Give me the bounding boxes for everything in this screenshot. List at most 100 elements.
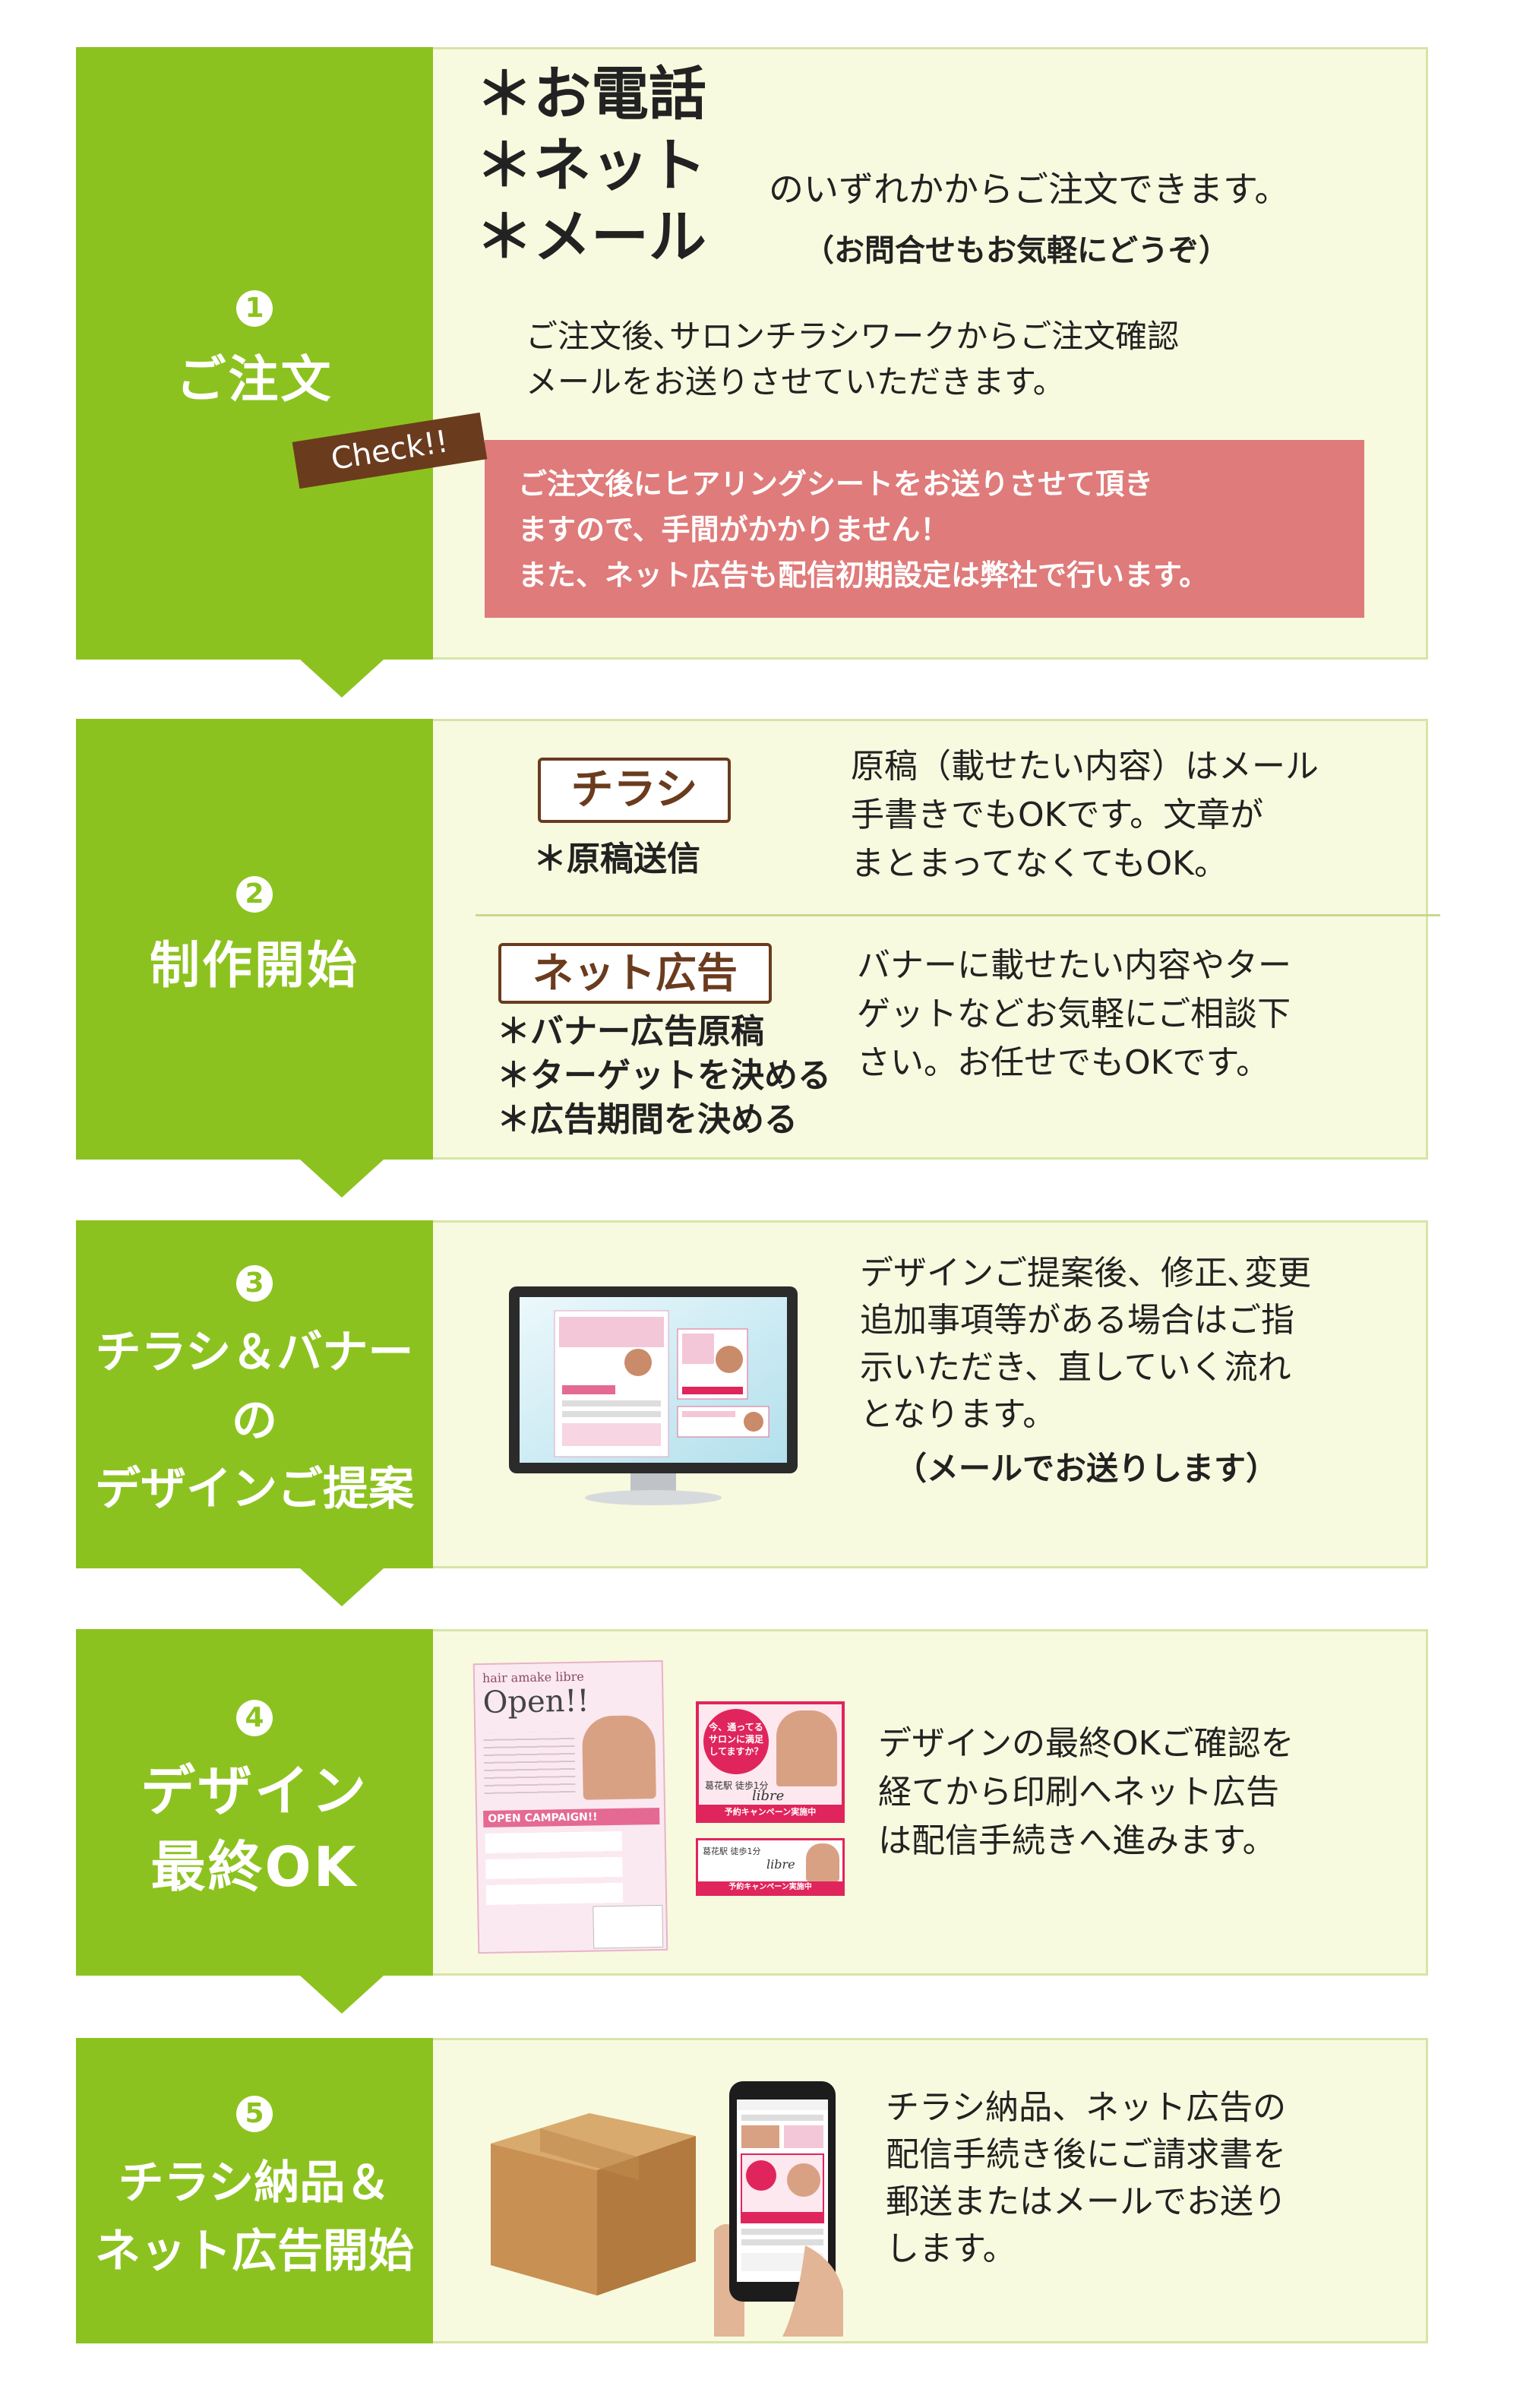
step-title-line: デザインご提案	[95, 1463, 414, 1516]
flyer-desc: 原稿（載せたい内容）はメール 手書きでもOKです。文章が まとまってなくてもOK…	[851, 742, 1319, 888]
step-4-content: hair amake libre Open!! OPEN CAMPAIGN!! …	[433, 1629, 1428, 1976]
flyer-brand: hair amake libre	[482, 1669, 584, 1685]
step-title: ご注文	[175, 350, 333, 409]
banner-photo	[806, 1843, 839, 1881]
banner-line: 今、通ってる	[709, 1722, 763, 1732]
smartphone-icon	[714, 2078, 843, 2337]
banner-cta: 予約キャンペーン実施中	[699, 1805, 842, 1820]
desc-line: 経てから印刷へネット広告	[878, 1773, 1279, 1812]
arrow-down-icon	[300, 1160, 384, 1198]
monitor-illustration	[509, 1286, 798, 1505]
monitor-icon	[509, 1286, 798, 1507]
methods-note: のいずれかからご注文できます。	[769, 169, 1290, 210]
flyer-tag: チラシ	[538, 758, 731, 823]
arrow-down-icon	[300, 1568, 384, 1606]
net-item: ＊広告期間を決める	[497, 1100, 798, 1139]
banner-brand: libre	[752, 1788, 785, 1804]
banner-brand: libre	[766, 1857, 795, 1872]
desc-line: 手書きでもOKです。文章が	[851, 796, 1264, 834]
flyer-sample: hair amake libre Open!! OPEN CAMPAIGN!!	[472, 1660, 668, 1954]
banner-station: 葛花駅 徒歩1分	[703, 1846, 761, 1856]
step-4-desc: デザインの最終OKご確認を 経てから印刷へネット広告 は配信手続きへ進みます。	[878, 1720, 1294, 1865]
flyer-offers	[485, 1831, 624, 1910]
box-illustration	[491, 2113, 696, 2296]
step-5-label-panel: 5 チラシ納品＆ ネット広告開始	[76, 2038, 433, 2343]
flyer-text-block	[483, 1731, 576, 1794]
banner-cta: 予約キャンペーン実施中	[698, 1881, 842, 1894]
confirm-line: ご注文後､サロンチラシワークからご注文確認	[526, 318, 1180, 355]
check-line: ますので、手間がかかりません！	[518, 513, 950, 546]
desc-line: デザインの最終OKご確認を	[878, 1724, 1294, 1763]
method-phone: ＊お電話	[476, 60, 706, 128]
step-5: 5 チラシ納品＆ ネット広告開始	[76, 2038, 1428, 2343]
step-title-line: ネット広告開始	[95, 2225, 414, 2278]
check-line: ご注文後にヒアリングシートをお送りさせて頂き	[518, 467, 1154, 501]
banner-sample-wide: 葛花駅 徒歩1分 libre 予約キャンペーン実施中	[696, 1838, 845, 1896]
step-1: 1 ご注文 ＊お電話 ＊ネット ＊メール のいずれかからご注文できます。 （お問…	[76, 47, 1428, 698]
step-title-line: チラシ納品＆	[118, 2156, 391, 2210]
net-ad-tag: ネット広告	[498, 943, 772, 1004]
desc-line: ゲットなどお気軽にご相談下	[857, 995, 1291, 1033]
step-3-label-panel: 3 チラシ＆バナーの デザインご提案	[76, 1220, 433, 1568]
step-1-label-panel: 1 ご注文	[76, 47, 433, 660]
step-1-content: ＊お電話 ＊ネット ＊メール のいずれかからご注文できます。 （お問合せもお気軽…	[433, 47, 1428, 660]
flyer-item: ＊原稿送信	[533, 840, 700, 878]
step-3-desc: デザインご提案後、修正､変更 追加事項等がある場合はご指 示いただき、直していく…	[860, 1250, 1311, 1438]
step-4: 4 デザイン 最終OK hair amake libre Open!! OPEN…	[76, 1629, 1428, 2014]
step-2: 2 制作開始 チラシ ＊原稿送信 原稿（載せたい内容）はメール 手書きでもOKで…	[76, 719, 1440, 1198]
order-methods: ＊お電話 ＊ネット ＊メール	[476, 59, 706, 273]
desc-line: は配信手続きへ進みます。	[878, 1821, 1276, 1860]
desc-line: バナーに載せたい内容やター	[857, 946, 1291, 985]
desc-line: デザインご提案後、修正､変更	[860, 1254, 1311, 1293]
step-title-line: 最終OK	[150, 1835, 359, 1899]
desc-line: 原稿（載せたい内容）はメール	[851, 747, 1319, 786]
method-net: ＊ネット	[476, 131, 706, 199]
net-items: ＊バナー広告原稿 ＊ターゲットを決める ＊広告期間を決める	[497, 1010, 831, 1142]
flyer-map	[593, 1904, 664, 1949]
banner-station: 葛花駅 徒歩1分	[705, 1780, 769, 1791]
section-divider	[476, 914, 1440, 916]
step-5-desc: チラシ納品、ネット広告の 配信手続き後にご請求書を 郵送またはメールでお送り し…	[886, 2084, 1287, 2273]
flyer-photo	[581, 1715, 656, 1800]
net-desc: バナーに載せたい内容やター ゲットなどお気軽にご相談下 さい。お任せでもOKです…	[857, 941, 1291, 1087]
cardboard-box-icon	[476, 2098, 703, 2303]
step-number: 1	[236, 290, 273, 327]
step-3: 3 チラシ＆バナーの デザインご提案	[76, 1220, 1428, 1606]
banner-line: してますか？	[709, 1746, 763, 1757]
step-3-note: （メールでお送りします）	[895, 1450, 1278, 1487]
net-item: ＊ターゲットを決める	[497, 1056, 831, 1095]
desc-line: さい。お任せでもOKです。	[857, 1043, 1270, 1082]
desc-line: まとまってなくてもOK。	[851, 844, 1228, 883]
arrow-down-icon	[300, 660, 384, 698]
step-title-line: チラシ＆バナーの	[95, 1326, 414, 1448]
desc-line: 示いただき、直していく流れ	[860, 1348, 1291, 1387]
contact-note: （お問合せもお気軽にどうぞ）	[804, 233, 1229, 268]
confirm-line: メールをお送りさせていただきます。	[526, 363, 1065, 400]
flyer-tag-label: チラシ	[570, 765, 698, 815]
step-number: 2	[236, 876, 273, 913]
desc-line: 追加事項等がある場合はご指	[860, 1301, 1294, 1340]
check-line: また、ネット広告も配信初期設定は弊社で行います。	[518, 558, 1209, 592]
net-item: ＊バナー広告原稿	[497, 1012, 764, 1051]
step-number: 3	[236, 1265, 273, 1302]
step-5-content: チラシ納品、ネット広告の 配信手続き後にご請求書を 郵送またはメールでお送り し…	[433, 2038, 1428, 2343]
method-mail: ＊メール	[476, 203, 706, 271]
step-3-content: デザインご提案後、修正､変更 追加事項等がある場合はご指 示いただき、直していく…	[433, 1220, 1428, 1568]
check-box: ご注文後にヒアリングシートをお送りさせて頂き ますので、手間がかかりません！ ま…	[485, 440, 1364, 618]
phone-illustration	[714, 2081, 843, 2337]
desc-line: 郵送またはメールでお送り	[886, 2182, 1287, 2221]
step-title-line: デザイン	[140, 1759, 368, 1823]
desc-line: となります。	[860, 1395, 1057, 1434]
step-2-content: チラシ ＊原稿送信 原稿（載せたい内容）はメール 手書きでもOKです。文章が ま…	[433, 719, 1440, 1160]
desc-line: チラシ納品、ネット広告の	[886, 2088, 1287, 2127]
desc-line: します。	[886, 2229, 1016, 2268]
banner-sample-square: 今、通ってる サロンに満足 してますか？ 葛花駅 徒歩1分 libre 予約キャ…	[696, 1701, 845, 1823]
step-number: 4	[236, 1700, 273, 1736]
desc-line: 配信手続き後にご請求書を	[886, 2135, 1287, 2174]
step-title: 制作開始	[150, 936, 359, 995]
step-2-label-panel: 2 制作開始	[76, 719, 433, 1160]
confirm-text: ご注文後､サロンチラシワークからご注文確認 メールをお送りさせていただきます。	[526, 314, 1179, 405]
flyer-open: Open!!	[482, 1683, 589, 1720]
step-number: 5	[236, 2096, 273, 2132]
banner-line: サロンに満足	[708, 1734, 763, 1745]
